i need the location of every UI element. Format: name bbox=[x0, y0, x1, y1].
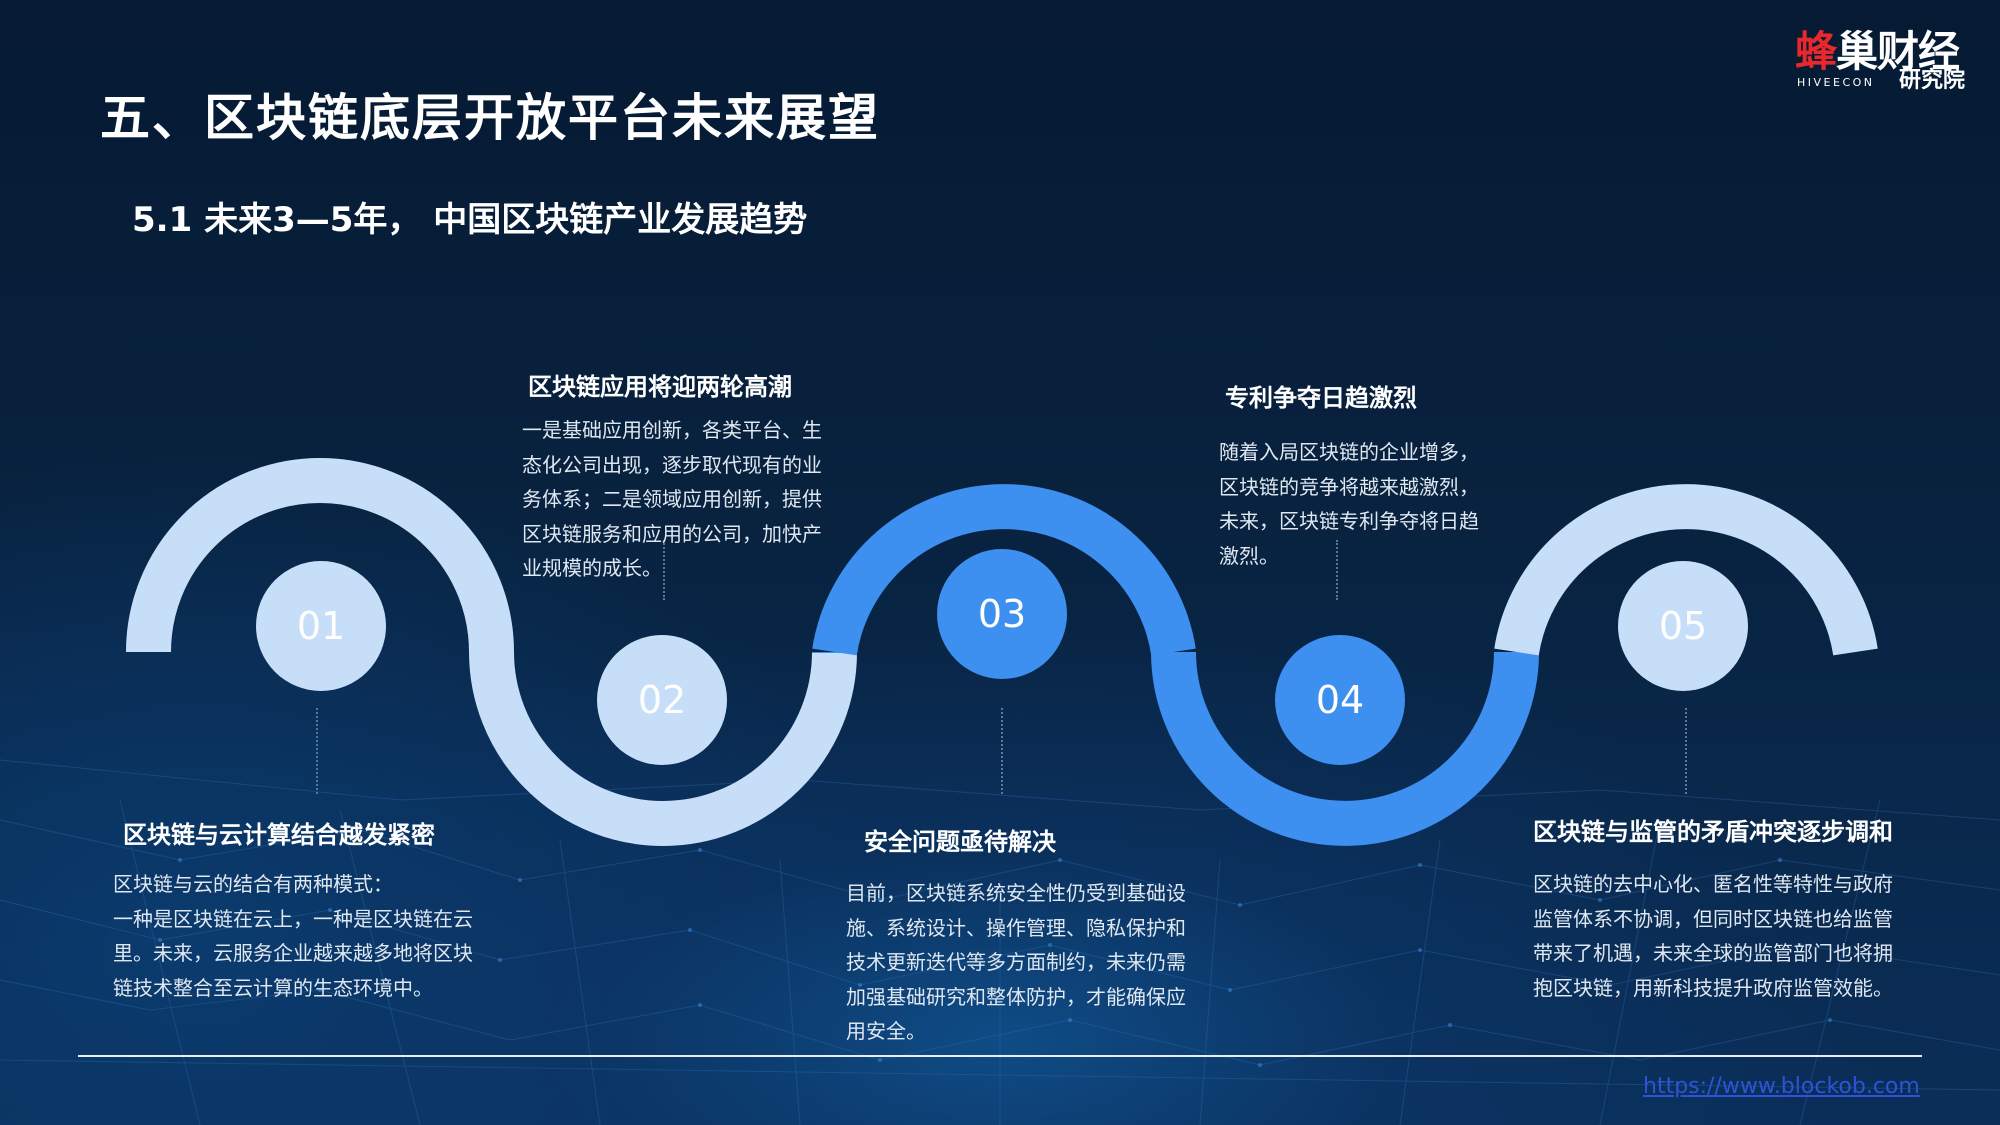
step-body-line: 随着入局区块链的企业增多， bbox=[1219, 440, 1479, 464]
step-body-line: 用安全。 bbox=[846, 1019, 926, 1043]
arc-03 bbox=[812, 484, 1196, 656]
step-body-line: 区块链的竞争将越来越激烈， bbox=[1219, 474, 1479, 499]
logo-red-char: 蜂 bbox=[1795, 27, 1837, 76]
logo-english: HIVEECON bbox=[1797, 76, 1875, 89]
arc-01 bbox=[126, 458, 514, 653]
step-body-line: 一是基础应用创新，各类平台、生 bbox=[522, 418, 822, 442]
page-title: 五、区块链底层开放平台未来展望 bbox=[100, 89, 880, 147]
step-body-line: 加强基础研究和整体防护，才能确保应 bbox=[846, 984, 1186, 1009]
step-body-05: 区块链的去中心化、匿名性等特性与政府 监管体系不协调，但同时区块链也给监管 带来… bbox=[1533, 867, 1953, 1005]
step-body-line: 态化公司出现，逐步取代现有的业 bbox=[522, 452, 822, 477]
page-subtitle: 5.1 未来3—5年， 中国区块链产业发展趋势 bbox=[132, 200, 808, 240]
connector-line-03 bbox=[1001, 708, 1003, 794]
step-circle-03: 03 bbox=[937, 549, 1067, 679]
step-body-line: 区块链与云的结合有两种模式： bbox=[113, 872, 393, 896]
step-heading-04: 专利争夺日趋激烈 bbox=[1225, 384, 1417, 412]
arc-04 bbox=[1151, 651, 1539, 846]
logo-white-chars: 巢财经 bbox=[1836, 27, 1960, 76]
step-body-04: 随着入局区块链的企业增多， 区块链的竞争将越来越激烈， 未来，区块链专利争夺将日… bbox=[1219, 435, 1519, 573]
step-body-line: 业规模的成长。 bbox=[522, 556, 662, 580]
step-body-line: 目前，区块链系统安全性仍受到基础设 bbox=[846, 881, 1186, 905]
step-body-line: 抱区块链，用新科技提升政府监管效能。 bbox=[1533, 975, 1893, 1000]
step-circle-05: 05 bbox=[1618, 561, 1748, 691]
step-body-line: 区块链的去中心化、匿名性等特性与政府 bbox=[1533, 872, 1893, 896]
step-body-03: 目前，区块链系统安全性仍受到基础设 施、系统设计、操作管理、隐私保护和 技术更新… bbox=[846, 876, 1226, 1049]
connector-line-02 bbox=[663, 540, 665, 600]
brand-logo: 蜂巢财经 HIVEECON 研究院 bbox=[1795, 27, 1975, 94]
step-circle-02: 02 bbox=[597, 635, 727, 765]
step-body-line: 务体系；二是领域应用创新，提供 bbox=[522, 487, 822, 511]
footer-divider bbox=[78, 1055, 1922, 1057]
step-heading-05: 区块链与监管的矛盾冲突逐步调和 bbox=[1533, 818, 1893, 846]
step-body-line: 技术更新迭代等多方面制约，未来仍需 bbox=[846, 950, 1186, 974]
step-heading-02: 区块链应用将迎两轮高潮 bbox=[528, 373, 792, 401]
step-heading-01: 区块链与云计算结合越发紧密 bbox=[123, 821, 435, 849]
connector-line-04 bbox=[1336, 540, 1338, 600]
connector-line-01 bbox=[316, 708, 318, 794]
step-body-line: 里。未来，云服务企业越来越多地将区块 bbox=[113, 941, 473, 965]
connector-line-05 bbox=[1685, 708, 1687, 794]
step-circle-01: 01 bbox=[256, 561, 386, 691]
step-body-line: 链技术整合至云计算的生态环境中。 bbox=[113, 975, 433, 1000]
step-heading-03: 安全问题亟待解决 bbox=[864, 828, 1056, 856]
step-body-line: 施、系统设计、操作管理、隐私保护和 bbox=[846, 915, 1186, 940]
logo-subtitle: 研究院 bbox=[1899, 68, 1966, 93]
arc-02 bbox=[469, 651, 857, 846]
footer-link[interactable]: https://www.blockob.com bbox=[1643, 1074, 1920, 1099]
arc-05 bbox=[1494, 484, 1878, 656]
step-body-02: 一是基础应用创新，各类平台、生 态化公司出现，逐步取代现有的业 务体系；二是领域… bbox=[522, 413, 862, 586]
step-body-01: 区块链与云的结合有两种模式： 一种是区块链在云上，一种是区块链在云 里。未来，云… bbox=[113, 867, 543, 1005]
step-body-line: 激烈。 bbox=[1219, 543, 1279, 568]
step-body-line: 带来了机遇，未来全球的监管部门也将拥 bbox=[1533, 941, 1893, 965]
step-body-line: 区块链服务和应用的公司，加快产 bbox=[522, 521, 822, 546]
step-body-line: 一种是区块链在云上，一种是区块链在云 bbox=[113, 906, 473, 931]
logo-text: 蜂巢财经 bbox=[1795, 27, 1960, 76]
step-circle-04: 04 bbox=[1275, 635, 1405, 765]
step-body-line: 未来，区块链专利争夺将日趋 bbox=[1219, 509, 1479, 533]
step-body-line: 监管体系不协调，但同时区块链也给监管 bbox=[1533, 906, 1893, 931]
